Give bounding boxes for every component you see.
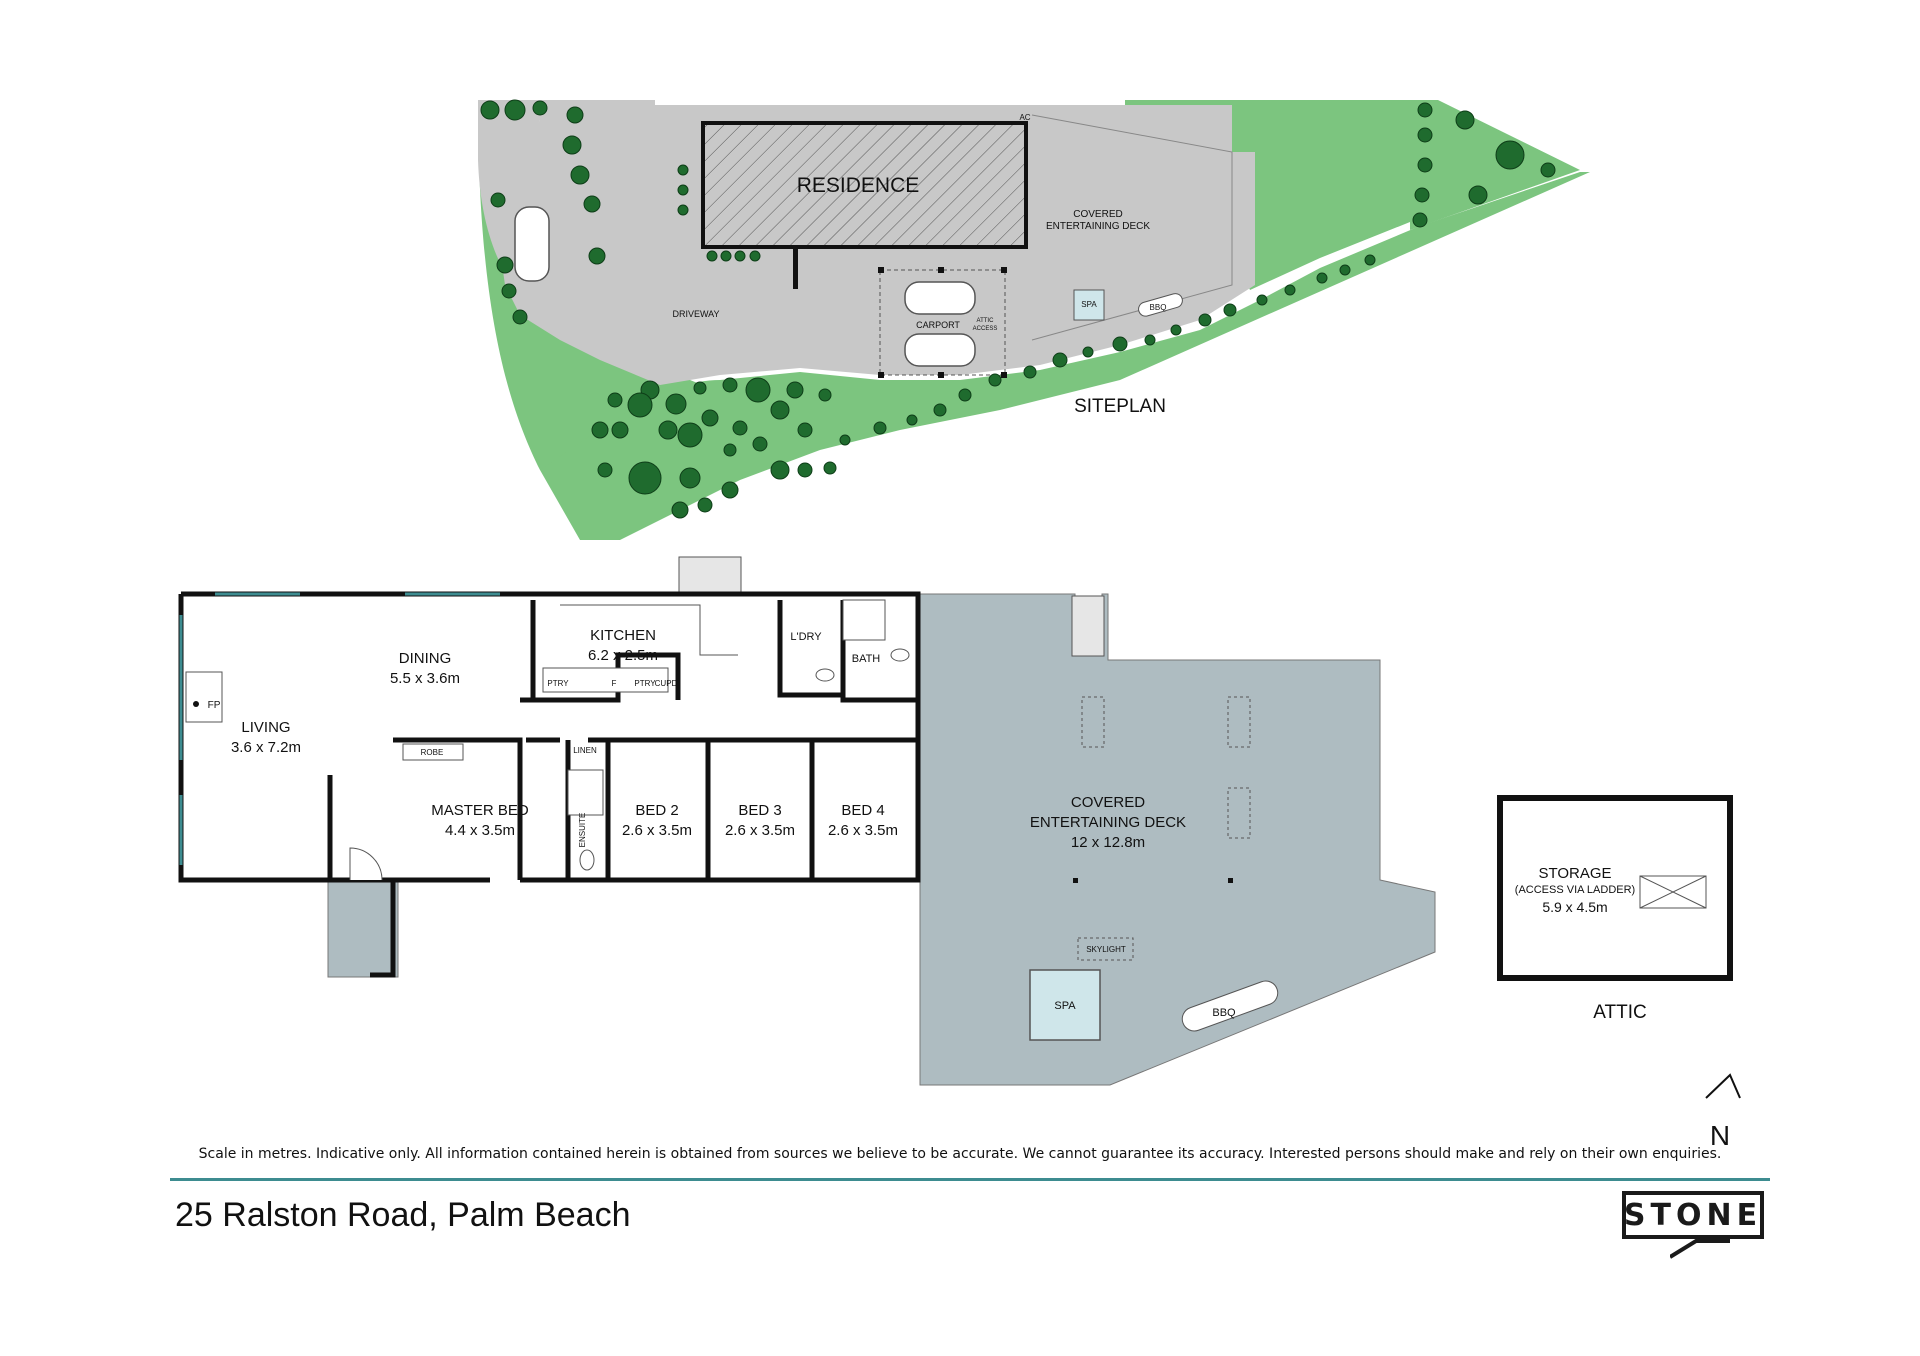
siteplan-driveway-label: DRIVEWAY — [672, 309, 719, 319]
siteplan-carport-label: CARPORT — [916, 320, 960, 330]
living-label: LIVING — [241, 719, 290, 736]
dining-size: 5.5 x 3.6m — [390, 670, 460, 687]
storage-access: (ACCESS VIA LADDER) — [1515, 884, 1635, 896]
tree-icons — [480, 99, 1556, 519]
siteplan-spa — [1073, 289, 1105, 321]
kitchen-size: 6.2 x 2.5m — [588, 647, 658, 664]
ptry-label-2: PTRY — [634, 679, 656, 688]
ensuite-label: ENSUITE — [578, 813, 587, 848]
laundry-label: L'DRY — [790, 631, 822, 643]
siteplan-spa-label: SPA — [1081, 300, 1097, 309]
bath-label: BATH — [852, 653, 881, 665]
siteplan-attic-access-1: ATTIC — [977, 318, 995, 324]
bed2-size: 2.6 x 3.5m — [622, 822, 692, 839]
kitchen-label: KITCHEN — [590, 627, 656, 644]
siteplan-residence-label: RESIDENCE — [797, 174, 920, 197]
robes — [402, 743, 464, 761]
master-bed-label: MASTER BED — [431, 802, 529, 819]
lawn-south — [540, 172, 1590, 540]
attic-outline — [1497, 795, 1733, 981]
skylights — [1077, 696, 1251, 961]
walls — [178, 591, 921, 978]
siteplan-deck-label-1: COVERED — [1073, 209, 1122, 220]
property-address: 25 Ralston Road, Palm Beach — [175, 1196, 631, 1234]
bed3-size: 2.6 x 3.5m — [725, 822, 795, 839]
fridge-label: F — [612, 679, 617, 688]
bbq — [1181, 980, 1279, 1032]
siteplan-attic-access-2: ACCESS — [973, 326, 998, 332]
deck-label-2: ENTERTAINING DECK — [1030, 814, 1186, 831]
deck-size: 12 x 12.8m — [1071, 834, 1145, 851]
living-size: 3.6 x 7.2m — [231, 739, 301, 756]
lawn-northeast — [1410, 100, 1580, 230]
residence-building — [701, 121, 1028, 249]
covered-deck-area — [919, 593, 1436, 1086]
entry-porch — [327, 879, 399, 978]
dining-label: DINING — [399, 650, 452, 667]
fireplace — [185, 671, 223, 723]
spa-label: SPA — [1054, 1000, 1076, 1012]
storage-label: STORAGE — [1538, 865, 1611, 882]
bed3-label: BED 3 — [738, 802, 781, 819]
storage-size: 5.9 x 4.5m — [1542, 899, 1607, 915]
siteplan: RESIDENCE COVERED ENTERTAINING DECK CARP… — [478, 99, 1590, 540]
bed4-size: 2.6 x 3.5m — [828, 822, 898, 839]
floorplan: FP LIVING 3.6 x 7.2m DINING 5.5 x 3.6m K… — [178, 556, 1436, 1086]
linen-label: LINEN — [573, 746, 597, 755]
ptry-label-1: PTRY — [547, 679, 569, 688]
stone-logo: STONE — [1622, 1191, 1764, 1239]
cupd-label: CUPD — [655, 679, 678, 688]
north-arrow-icon: N — [1705, 1073, 1741, 1151]
footer-divider — [170, 1178, 1770, 1181]
siteplan-bbq-label: BBQ — [1150, 303, 1167, 312]
deck-label-1: COVERED — [1071, 794, 1145, 811]
bbq-label: BBQ — [1212, 1007, 1236, 1019]
logo-tail-icon — [1670, 1235, 1730, 1259]
siteplan-title: SITEPLAN — [1074, 396, 1166, 417]
siteplan-deck-label-2: ENTERTAINING DECK — [1046, 221, 1150, 232]
ladder-hatch — [1639, 875, 1707, 909]
attic-title: ATTIC — [1593, 1002, 1646, 1023]
glazing — [179, 592, 500, 865]
master-bed-size: 4.4 x 3.5m — [445, 822, 515, 839]
skylight-label: SKYLIGHT — [1086, 945, 1126, 954]
bed4-label: BED 4 — [841, 802, 884, 819]
attic: STORAGE (ACCESS VIA LADDER) 5.9 x 4.5m A… — [1497, 795, 1733, 1023]
west-path-paving — [478, 100, 540, 290]
north-label: N — [1710, 1120, 1730, 1151]
spa — [1029, 969, 1101, 1041]
fp-label: FP — [208, 700, 221, 711]
siteplan-ac-label: AC — [1019, 113, 1030, 122]
siteplan-bbq — [1138, 293, 1183, 317]
bed2-label: BED 2 — [635, 802, 678, 819]
car-icon — [514, 206, 976, 367]
disclaimer: Scale in metres. Indicative only. All in… — [198, 1146, 1722, 1162]
carport-outline — [879, 269, 1006, 376]
robe-label: ROBE — [421, 748, 444, 757]
